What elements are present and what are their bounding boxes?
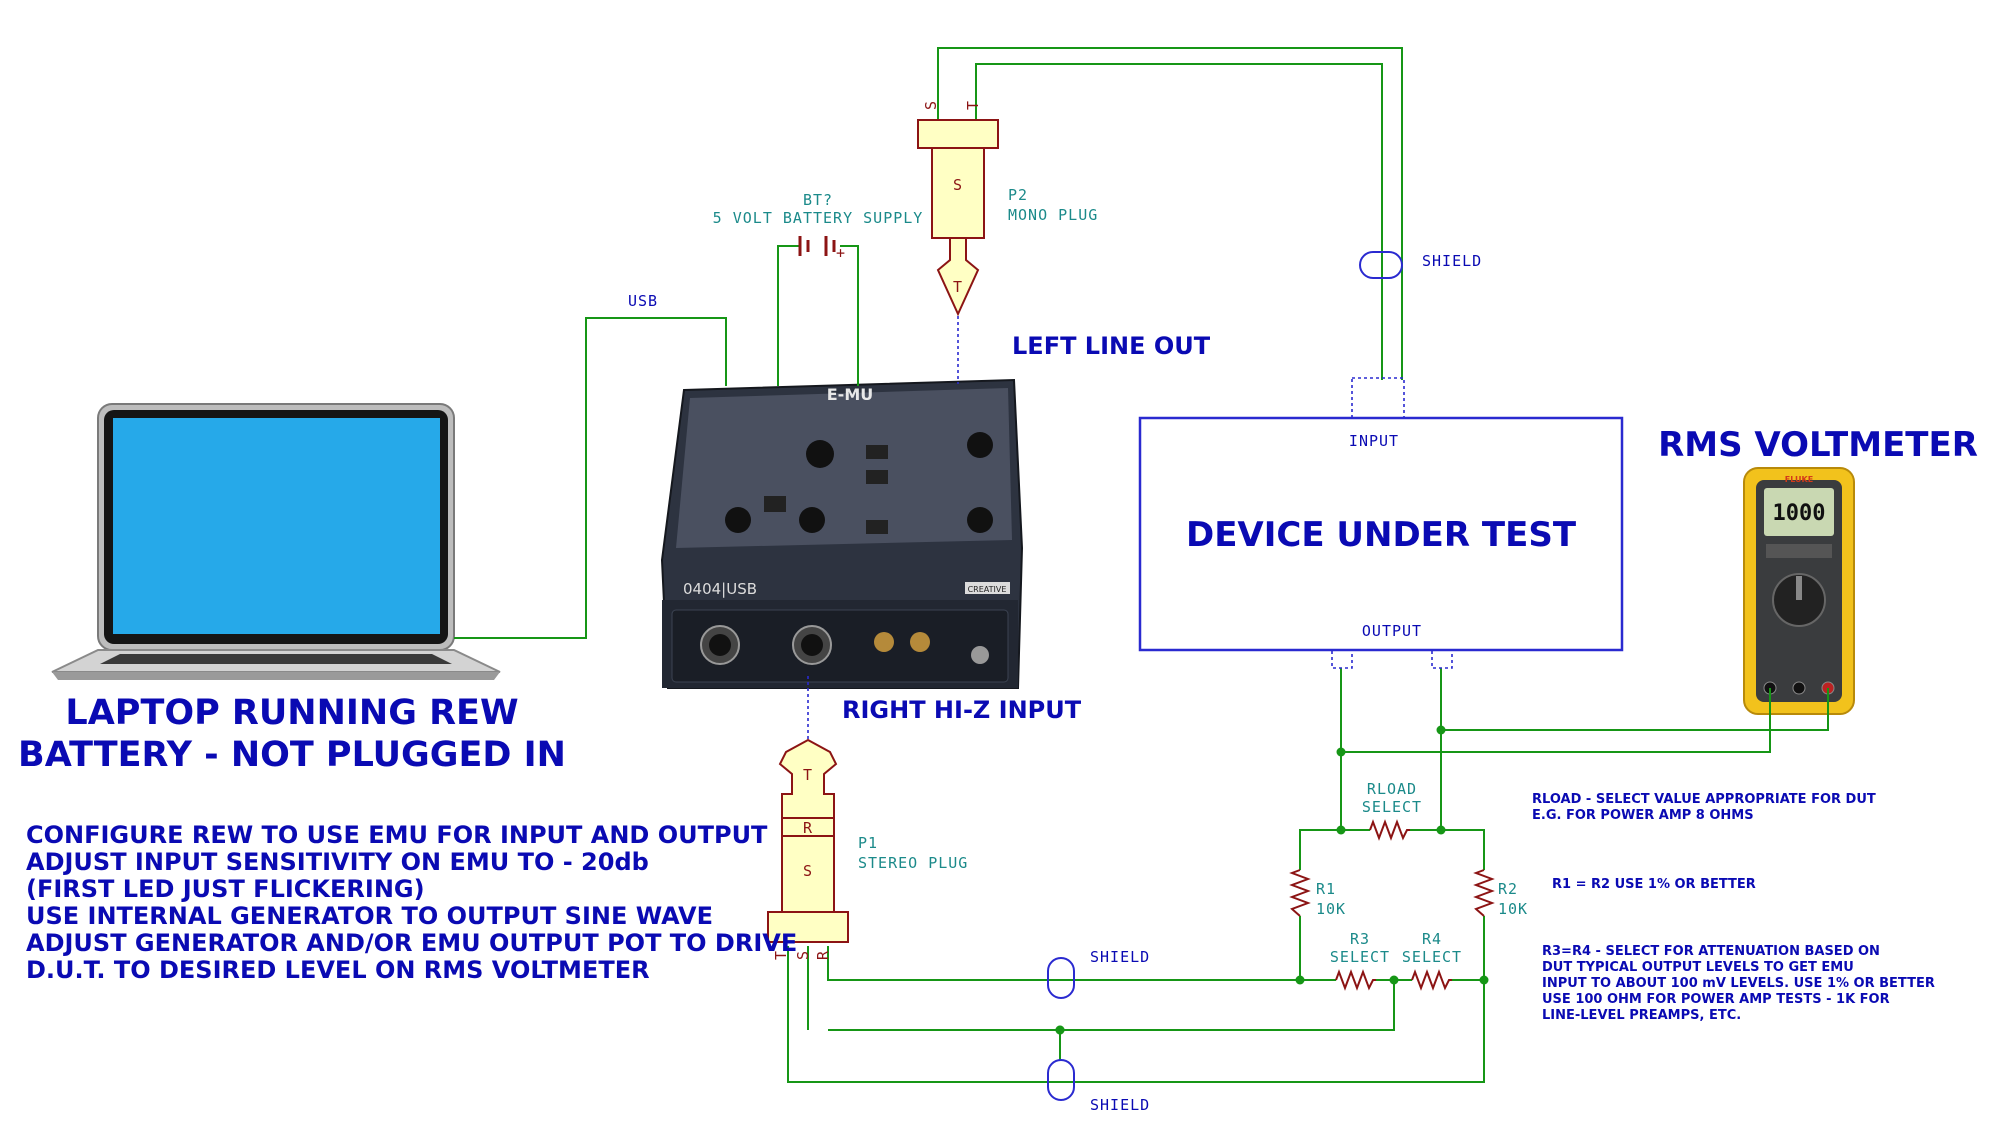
left-line-out-heading: LEFT LINE OUT — [1012, 332, 1211, 360]
r3-ref-label: R3 — [1350, 930, 1370, 948]
laptop-image — [51, 403, 501, 680]
dut-output-label: OUTPUT — [1362, 622, 1422, 640]
emu-maker-label: CREATIVE — [968, 585, 1007, 594]
voltmeter-reading: 1000 — [1773, 501, 1826, 526]
shield-symbols — [1047, 251, 1403, 1101]
mono-pin-t-label: T — [964, 100, 982, 110]
p1-ref-label: P1 — [858, 834, 878, 852]
r3r4-note: R3=R4 - SELECT FOR ATTENUATION BASED ON … — [1542, 944, 1935, 1023]
junction-dots — [1055, 725, 1489, 1035]
emu-interface-image: E-MU 0404|USB CREATIVE — [660, 378, 1024, 689]
shield-label-bottom: SHIELD — [1090, 1096, 1150, 1114]
dut-heading: DEVICE UNDER TEST — [1186, 515, 1577, 555]
mono-plug-t: T — [953, 278, 963, 296]
voltmeter-image: 1000 FLUKE — [1743, 467, 1855, 715]
instruction-line: D.U.T. TO DESIRED LEVEL ON RMS VOLTMETER — [26, 956, 650, 984]
battery-value-label: 5 VOLT BATTERY SUPPLY — [713, 209, 924, 227]
stereo-plug-r: R — [803, 819, 813, 837]
rload-ref-label: RLOAD — [1367, 780, 1417, 798]
r3-value-label: SELECT — [1330, 948, 1390, 966]
dut-input-label: INPUT — [1349, 432, 1399, 450]
laptop-heading-line2: BATTERY - NOT PLUGGED IN — [18, 735, 566, 775]
r1r2-note: R1 = R2 USE 1% OR BETTER — [1552, 877, 1756, 892]
rload-resistor — [1369, 819, 1410, 841]
laptop-heading-line1: LAPTOP RUNNING REW — [65, 693, 518, 733]
dut-box — [1138, 416, 1624, 652]
r1-resistor — [1289, 869, 1311, 917]
resistors — [1289, 819, 1495, 991]
instruction-line: ADJUST INPUT SENSITIVITY ON EMU TO - 20d… — [26, 848, 649, 876]
r3-resistor — [1335, 969, 1376, 991]
emu-model-label: 0404|USB — [683, 580, 757, 598]
stereo-plug-p1: T R S T S R — [767, 738, 849, 960]
rload-note-line2: E.G. FOR POWER AMP 8 OHMS — [1532, 808, 1754, 823]
r3r4-note-line: R3=R4 - SELECT FOR ATTENUATION BASED ON — [1542, 944, 1880, 959]
r3r4-note-line: LINE-LEVEL PREAMPS, ETC. — [1542, 1008, 1741, 1023]
p2-ref-label: P2 — [1008, 186, 1028, 204]
r3r4-note-line: INPUT TO ABOUT 100 mV LEVELS. USE 1% OR … — [1542, 976, 1935, 991]
r2-value-label: 10K — [1498, 900, 1528, 918]
r4-resistor — [1411, 969, 1452, 991]
rload-value-label: SELECT — [1362, 798, 1422, 816]
instruction-line: USE INTERNAL GENERATOR TO OUTPUT SINE WA… — [26, 902, 713, 930]
right-hiz-input-heading: RIGHT HI-Z INPUT — [842, 696, 1082, 724]
instruction-line: CONFIGURE REW TO USE EMU FOR INPUT AND O… — [26, 821, 768, 849]
battery-symbol: + — [798, 236, 846, 262]
stereo-pin-s-label: S — [794, 950, 812, 960]
r2-ref-label: R2 — [1498, 880, 1518, 898]
mono-pin-s-label: S — [922, 100, 940, 110]
stereo-pin-r-label: R — [814, 950, 832, 960]
r4-ref-label: R4 — [1422, 930, 1442, 948]
stereo-plug-t: T — [803, 766, 813, 784]
r1-value-label: 10K — [1316, 900, 1346, 918]
r4-value-label: SELECT — [1402, 948, 1462, 966]
rload-note-line1: RLOAD - SELECT VALUE APPROPRIATE FOR DUT — [1532, 792, 1876, 807]
r3r4-note-line: USE 100 OHM FOR POWER AMP TESTS - 1K FOR — [1542, 992, 1890, 1007]
voltmeter-brand: FLUKE — [1785, 475, 1813, 484]
shield-label-mid: SHIELD — [1090, 948, 1150, 966]
p2-value-label: MONO PLUG — [1008, 206, 1098, 224]
instruction-line: ADJUST GENERATOR AND/OR EMU OUTPUT POT T… — [26, 929, 797, 957]
shield-label-top: SHIELD — [1422, 252, 1482, 270]
rms-voltmeter-heading: RMS VOLTMETER — [1658, 425, 1978, 465]
emu-brand-label: E-MU — [827, 385, 873, 404]
instructions-block: CONFIGURE REW TO USE EMU FOR INPUT AND O… — [26, 821, 797, 984]
stereo-plug-s: S — [803, 862, 813, 880]
mono-plug-s: S — [953, 176, 963, 194]
r2-resistor — [1473, 869, 1495, 917]
battery-ref-label: BT? — [803, 191, 833, 209]
p1-value-label: STEREO PLUG — [858, 854, 968, 872]
battery-plus: + — [836, 244, 846, 262]
stereo-pin-t-label: T — [772, 950, 790, 960]
r1-ref-label: R1 — [1316, 880, 1336, 898]
r3r4-note-line: DUT TYPICAL OUTPUT LEVELS TO GET EMU — [1542, 960, 1854, 975]
usb-label: USB — [628, 292, 658, 310]
dashed-links — [807, 316, 1453, 740]
instruction-line: (FIRST LED JUST FLICKERING) — [26, 875, 425, 903]
mono-plug-p2: S T S T — [917, 100, 999, 317]
